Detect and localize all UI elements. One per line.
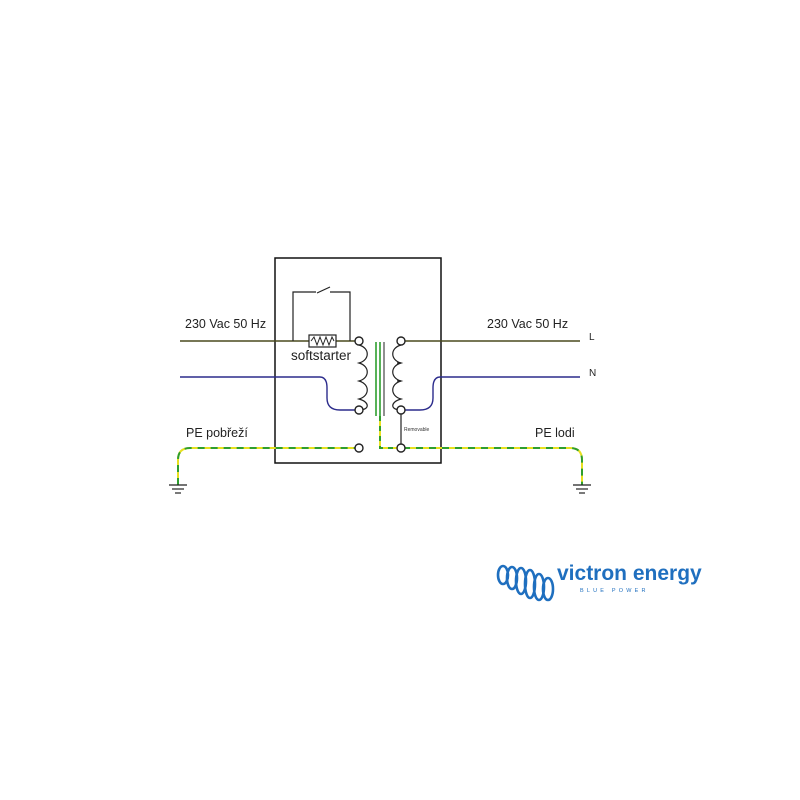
pe-boat-label: PE lodi <box>535 426 575 440</box>
terminal-secondary-n <box>396 405 406 415</box>
terminals <box>354 336 406 453</box>
neutral-label: N <box>589 368 596 379</box>
terminal-secondary-pe <box>396 443 406 453</box>
softstarter-resistor <box>308 334 337 348</box>
primary-winding <box>356 344 368 411</box>
line-label: L <box>589 332 595 343</box>
terminal-secondary-l <box>396 336 406 346</box>
neutral-conductor <box>180 376 580 411</box>
transformer-enclosure <box>274 257 442 464</box>
output-voltage-label: 230 Vac 50 Hz <box>487 317 568 331</box>
terminal-primary-l <box>354 336 364 346</box>
transformer-core <box>375 342 385 416</box>
terminal-primary-n <box>354 405 364 415</box>
earth-conductor <box>177 416 583 485</box>
terminal-primary-pe <box>354 443 364 453</box>
softstarter-label: softstarter <box>291 348 352 363</box>
victron-logo: victron energy BLUE POWER <box>496 562 702 602</box>
brand-name: victron energy <box>557 562 702 585</box>
brand-tagline: BLUE POWER <box>580 588 649 594</box>
secondary-winding <box>392 344 404 411</box>
pe-shore-label: PE pobřeží <box>186 426 248 440</box>
removable-label: Removable <box>404 427 430 433</box>
input-voltage-label: 230 Vac 50 Hz <box>185 317 266 331</box>
ground-symbol-shore <box>169 484 187 494</box>
softstarter-bypass-switch <box>292 286 351 341</box>
victron-coil-icon <box>496 564 555 602</box>
ground-symbol-boat <box>573 484 591 494</box>
